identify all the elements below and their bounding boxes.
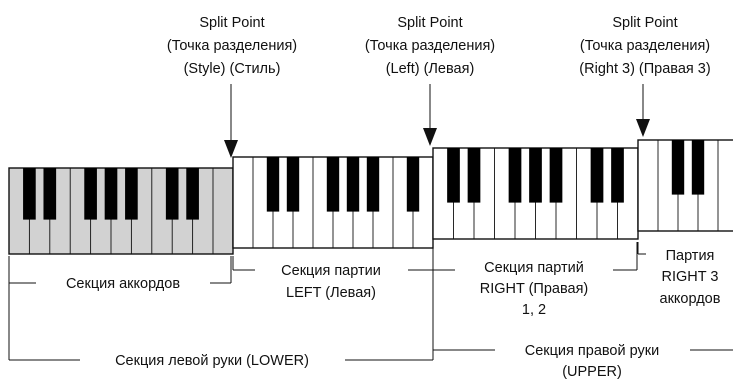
black-key [326,157,340,212]
chord-section-label: Секция аккордов [66,276,180,292]
svg-text:Split Point: Split Point [397,15,462,31]
svg-text:(Left) (Левая): (Left) (Левая) [386,61,475,77]
svg-text:Секция правой руки: Секция правой руки [525,343,659,359]
black-key [467,148,481,203]
black-key [346,157,360,212]
black-key [549,148,563,203]
split-arrow-right3 [636,84,650,137]
keyboard-segment-right [432,147,639,240]
left-part-label: Секция партии LEFT (Левая) [281,263,381,301]
black-key [671,140,685,195]
black-key [590,148,604,203]
lower-section-label: Секция левой руки (LOWER) [115,353,309,369]
black-key [406,157,420,212]
svg-text:(Точка разделения): (Точка разделения) [580,38,710,54]
section-brackets [8,242,733,361]
black-key [104,168,118,220]
svg-text:Партия: Партия [666,248,715,264]
black-key [508,148,522,203]
black-key [366,157,380,212]
svg-text:Split Point: Split Point [199,15,264,31]
black-key [286,157,300,212]
svg-text:(Style) (Стиль): (Style) (Стиль) [184,61,281,77]
svg-text:RIGHT 3: RIGHT 3 [662,269,719,285]
split-point-label-style: Split Point (Точка разделения) (Style) (… [167,15,297,77]
black-key [611,148,624,203]
svg-text:(UPPER): (UPPER) [562,364,622,380]
right-parts-label: Секция партий RIGHT (Правая) 1, 2 [480,260,589,318]
keyboard-segment-left [232,156,434,249]
black-key [691,140,705,195]
svg-text:(Точка разделения): (Точка разделения) [365,38,495,54]
black-key [447,148,460,203]
svg-text:(Точка разделения): (Точка разделения) [167,38,297,54]
black-key [266,157,280,212]
svg-text:RIGHT (Правая): RIGHT (Правая) [480,281,589,297]
black-key [186,168,199,220]
black-key [84,168,97,220]
svg-text:LEFT (Левая): LEFT (Левая) [286,285,376,301]
svg-text:Секция партии: Секция партии [281,263,381,279]
black-key [125,168,138,220]
split-arrow-left [423,84,437,146]
split-point-label-left: Split Point (Точка разделения) (Left) (Л… [365,15,495,77]
right3-part-label: Партия RIGHT 3 аккордов [660,248,721,307]
keyboard-segment-chord [8,167,234,255]
svg-text:аккордов: аккордов [660,291,721,307]
black-key [23,168,36,220]
black-key [43,168,57,220]
svg-text:(Right 3) (Правая 3): (Right 3) (Правая 3) [579,61,710,77]
keyboard-segment-right3 [637,139,733,232]
black-key [165,168,179,220]
svg-text:Split Point: Split Point [612,15,677,31]
black-key [529,148,542,203]
split-point-label-right3: Split Point (Точка разделения) (Right 3)… [579,15,710,77]
split-arrow-style [224,84,238,158]
svg-text:1, 2: 1, 2 [522,302,546,318]
svg-text:Секция партий: Секция партий [484,260,584,276]
upper-section-label: Секция правой руки (UPPER) [525,343,659,380]
